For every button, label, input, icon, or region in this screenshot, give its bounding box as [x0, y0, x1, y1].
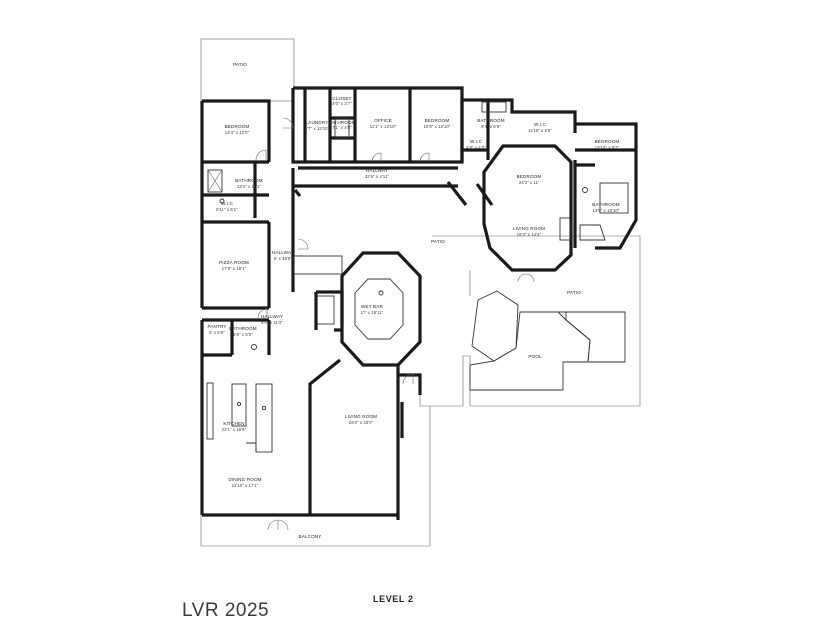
room-name: KITCHEN [223, 421, 244, 426]
room-dims: 13'10" x 9'2" [595, 145, 620, 150]
fixtures [207, 101, 629, 411]
room-dims: 11'1" x 13'10" [370, 124, 397, 129]
room-name: PATIO [431, 239, 445, 244]
room-dims: 10'9" x 13'10" [424, 124, 451, 129]
room-dims: 9'11" x 5'1" [216, 207, 238, 212]
room-name: LAUNDRY [306, 120, 329, 125]
room-name: W.I.C [221, 201, 234, 206]
room-name: LIVING ROOM [345, 414, 377, 419]
room-dims: 4'0" x 3'7" [332, 101, 352, 106]
room-name: BATHROOM [477, 118, 504, 123]
room-dims: 26'0" x 33'0" [349, 420, 374, 425]
room-name: POOL [528, 354, 542, 359]
room-dims: 4'8" x 4'3" [466, 145, 486, 150]
room-name: BATHROOM [229, 326, 256, 331]
room-dims: 9'6" x 11'3" [261, 320, 283, 325]
room-dims: 6'7" x 13'10" [305, 126, 330, 131]
room-name: BATHROOM [328, 120, 355, 125]
room-name: BEDROOM [517, 174, 542, 179]
room-name: BATHROOM [592, 202, 619, 207]
room-dims: 18'3" x 14'4" [517, 232, 542, 237]
room-dims: 7'1" x 4'8" [332, 125, 352, 130]
room-name: PIZZA ROOM [219, 260, 249, 265]
room-dims: 23'1" x 16'9" [222, 427, 247, 432]
room-dims: 17' x 19'11" [361, 310, 384, 315]
room-dims: 13'4" x 11'1" [237, 184, 261, 189]
room-name: BEDROOM [595, 139, 620, 144]
room-name: PANTRY [207, 324, 226, 329]
room-dims: 17'8" x 18'1" [222, 266, 247, 271]
room-name: CLOSET [332, 96, 351, 101]
room-name: W.I.C [534, 122, 547, 127]
room-name: OFFICE [374, 118, 392, 123]
room-dims: 13'4" x 12'0" [225, 130, 250, 135]
room-dims: 13'9" x 10'10" [593, 208, 620, 213]
room-name: DINING ROOM [228, 477, 261, 482]
room-dims: 21'10" x 17'1" [232, 483, 259, 488]
room-labels: PATIO BEDROOM 13'4" x 12'0" BATHROOM 13'… [207, 62, 619, 539]
room-name: W.I.C [470, 139, 483, 144]
room-name: BALCONY [298, 534, 321, 539]
room-dims: 9'4" x 6'9" [481, 124, 501, 129]
walls [200, 86, 638, 520]
doors [255, 117, 535, 531]
room-name: WET BAR [361, 304, 383, 309]
room-dims: 6' x 36'8" [274, 256, 292, 261]
room-name: LIVING ROOM [513, 226, 545, 231]
room-name: PATIO [567, 290, 581, 295]
room-name: BEDROOM [425, 118, 450, 123]
room-name: BATHROOM [235, 178, 262, 183]
room-dims: 6' x 5'9" [209, 330, 225, 335]
room-name: HALLWAY [366, 168, 388, 173]
room-dims: 6'6" x 5'0" [233, 332, 253, 337]
room-dims: 24'3" x 11' [519, 180, 539, 185]
room-dims: 32'6" x 4'11" [365, 174, 389, 179]
room-name: HALLWAY [272, 250, 294, 255]
room-name: HALLWAY [261, 314, 283, 319]
brand-logo: LVR 2025 [182, 600, 270, 621]
floor-level-label: LEVEL 2 [373, 594, 414, 604]
room-name: BEDROOM [225, 124, 250, 129]
room-name: PATIO [233, 62, 247, 67]
room-dims: 11'10" x 6'6" [528, 128, 552, 133]
